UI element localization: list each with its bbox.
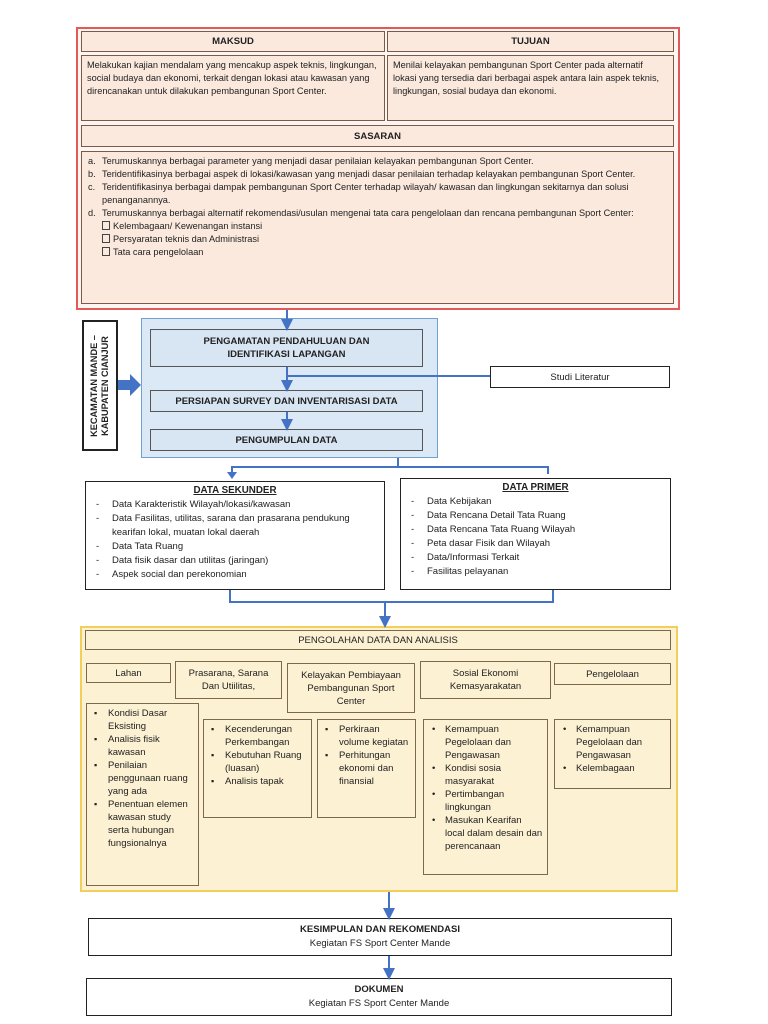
analysis-item: Kemampuan Pegelolaan dan Pengawasan bbox=[428, 723, 543, 762]
sasaran-item-marker: a. bbox=[88, 156, 96, 166]
analysis-item: Perhitungan ekonomi dan finansial bbox=[322, 749, 411, 788]
analysis-item: Masukan Kearifan local dalam desain dan … bbox=[428, 814, 543, 853]
connector-process-split-left bbox=[231, 466, 398, 477]
col-list-sosial: Kemampuan Pegelolaan dan PengawasanKondi… bbox=[423, 719, 548, 875]
sasaran-item: b. Teridentifikasinya berbagai aspek di l… bbox=[88, 168, 667, 181]
col-list-kelayakan: Perkiraan volume kegiatanPerhitungan eko… bbox=[317, 719, 416, 818]
analysis-item: Perkiraan volume kegiatan bbox=[322, 723, 411, 749]
sasaran-subitem-text: Persyaratan teknis dan Administrasi bbox=[113, 234, 260, 244]
connector-process-split bbox=[397, 458, 549, 474]
analysis-item: Analisis fisik kawasan bbox=[91, 733, 194, 759]
sasaran-subitem: Kelembagaan/ Kewenangan instansi bbox=[88, 220, 667, 233]
data-sekunder-title: DATA SEKUNDER bbox=[193, 485, 277, 496]
col-header-sosial: Sosial Ekonomi Kemasyarakatan bbox=[420, 661, 551, 699]
location-label-box: KECAMATAN MANDE – KABUPATEN CIANJUR bbox=[82, 320, 118, 451]
col-list-pengelolaan: Kemampuan Pegelolaan dan PengawasanKelem… bbox=[554, 719, 671, 789]
data-primer-title: DATA PRIMER bbox=[502, 482, 569, 493]
analysis-item: Analisis tapak bbox=[208, 775, 307, 788]
sasaran-item-text: Teridentifikasinya berbagai aspek di lok… bbox=[102, 169, 636, 179]
data-sekunder-item: Data Tata Ruang bbox=[90, 540, 380, 554]
checkbox-icon bbox=[102, 247, 110, 256]
sasaran-item: c. Teridentifikasinya berbagai dampak pem… bbox=[88, 181, 667, 207]
analysis-item: Kondisi sosia masyarakat bbox=[428, 762, 543, 788]
analysis-item: Kebutuhan Ruang (luasan) bbox=[208, 749, 307, 775]
analysis-item: Kelembagaan bbox=[559, 762, 666, 775]
analysis-item: Kemampuan Pegelolaan dan Pengawasan bbox=[559, 723, 666, 762]
data-primer-item: Data Rencana Detail Tata Ruang bbox=[405, 509, 666, 523]
sasaran-subitem-text: Kelembagaan/ Kewenangan instansi bbox=[113, 221, 263, 231]
tujuan-header: TUJUAN bbox=[387, 31, 674, 52]
data-primer-item: Peta dasar Fisik dan Wilayah bbox=[405, 537, 666, 551]
kesimpulan-box: KESIMPULAN DAN REKOMENDASI Kegiatan FS S… bbox=[88, 918, 672, 956]
kesimpulan-title: KESIMPULAN DAN REKOMENDASI bbox=[300, 924, 460, 935]
dokumen-title: DOKUMEN bbox=[354, 984, 404, 995]
col-header-pengelolaan: Pengelolaan bbox=[554, 663, 671, 685]
col-list-prasarana: Kecenderungan PerkembanganKebutuhan Ruan… bbox=[203, 719, 312, 818]
analysis-item: Penilaian penggunaan ruang yang ada bbox=[91, 759, 194, 798]
kesimpulan-subtitle: Kegiatan FS Sport Center Mande bbox=[309, 938, 451, 949]
data-primer-item: Fasilitas pelayanan bbox=[405, 565, 666, 579]
data-sekunder-item: Aspek social dan perekonomian bbox=[90, 568, 380, 582]
col-header-kelayakan: Kelayakan Pembiayaan Pembangunan Sport C… bbox=[287, 663, 415, 713]
data-sekunder-box: DATA SEKUNDER Data Karakteristik Wilayah… bbox=[85, 481, 385, 590]
sasaran-item-marker: c. bbox=[88, 182, 96, 192]
col-header-prasarana: Prasarana, Sarana Dan Utiilitas, bbox=[175, 661, 282, 699]
sasaran-item: d. Terumuskannya berbagai alternatif reko… bbox=[88, 207, 667, 220]
data-sekunder-item: Data fisik dasar dan utilitas (jaringan) bbox=[90, 554, 380, 568]
sasaran-subitem: Persyaratan teknis dan Administrasi bbox=[88, 233, 667, 246]
data-sekunder-item: Data Karakteristik Wilayah/lokasi/kawasa… bbox=[90, 498, 380, 512]
checkbox-icon bbox=[102, 221, 110, 230]
sasaran-item-text: Terumuskannya berbagai alternatif rekome… bbox=[102, 208, 634, 218]
data-primer-item: Data Rencana Tata Ruang Wilayah bbox=[405, 523, 666, 537]
sasaran-subitem: Tata cara pengelolaan bbox=[88, 246, 667, 259]
sasaran-item-text: Terumuskannya berbagai parameter yang me… bbox=[102, 156, 534, 166]
data-sekunder-item: Data Fasilitas, utilitas, sarana dan pra… bbox=[90, 512, 380, 540]
data-primer-item: Data/Informasi Terkait bbox=[405, 551, 666, 565]
col-list-lahan: Kondisi Dasar EksistingAnalisis fisik ka… bbox=[86, 703, 199, 886]
col-header-lahan: Lahan bbox=[86, 663, 171, 683]
maksud-header: MAKSUD bbox=[81, 31, 385, 52]
data-primer-item: Data Kebijakan bbox=[405, 495, 666, 509]
sasaran-item: a. Terumuskannya berbagai parameter yang … bbox=[88, 155, 667, 168]
studi-literatur-box: Studi Literatur bbox=[490, 366, 670, 388]
connector-data-merge bbox=[229, 590, 554, 603]
sasaran-subitem-text: Tata cara pengelolaan bbox=[113, 247, 204, 257]
analysis-item: Pertimbangan lingkungan bbox=[428, 788, 543, 814]
sasaran-list: a. Terumuskannya berbagai parameter yang … bbox=[81, 151, 674, 304]
sasaran-items: a. Terumuskannya berbagai parameter yang … bbox=[88, 155, 667, 220]
data-primer-box: DATA PRIMER Data KebijakanData Rencana D… bbox=[400, 478, 671, 590]
data-primer-list: Data KebijakanData Rencana Detail Tata R… bbox=[405, 495, 666, 579]
analysis-item: Kondisi Dasar Eksisting bbox=[91, 707, 194, 733]
maksud-text: Melakukan kajian mendalam yang mencakup … bbox=[81, 55, 385, 121]
step-pengamatan: PENGAMATAN PENDAHULUAN DAN IDENTIFIKASI … bbox=[150, 329, 423, 367]
arrowhead-left-split bbox=[227, 472, 237, 479]
sasaran-item-marker: d. bbox=[88, 208, 96, 218]
checkbox-icon bbox=[102, 234, 110, 243]
sasaran-item-marker: b. bbox=[88, 169, 96, 179]
analysis-title: PENGOLAHAN DATA DAN ANALISIS bbox=[85, 630, 671, 650]
sasaran-header: SASARAN bbox=[81, 125, 674, 147]
data-sekunder-list: Data Karakteristik Wilayah/lokasi/kawasa… bbox=[90, 498, 380, 582]
analysis-item: Penentuan elemen kawasan study serta hub… bbox=[91, 798, 194, 850]
dokumen-box: DOKUMEN Kegiatan FS Sport Center Mande bbox=[86, 978, 672, 1016]
dokumen-subtitle: Kegiatan FS Sport Center Mande bbox=[308, 998, 450, 1009]
sasaran-item-text: Teridentifikasinya berbagai dampak pemba… bbox=[102, 182, 629, 205]
analysis-item: Kecenderungan Perkembangan bbox=[208, 723, 307, 749]
tujuan-text: Menilai kelayakan pembangunan Sport Cent… bbox=[387, 55, 674, 121]
arrow-location-to-process bbox=[118, 374, 141, 396]
